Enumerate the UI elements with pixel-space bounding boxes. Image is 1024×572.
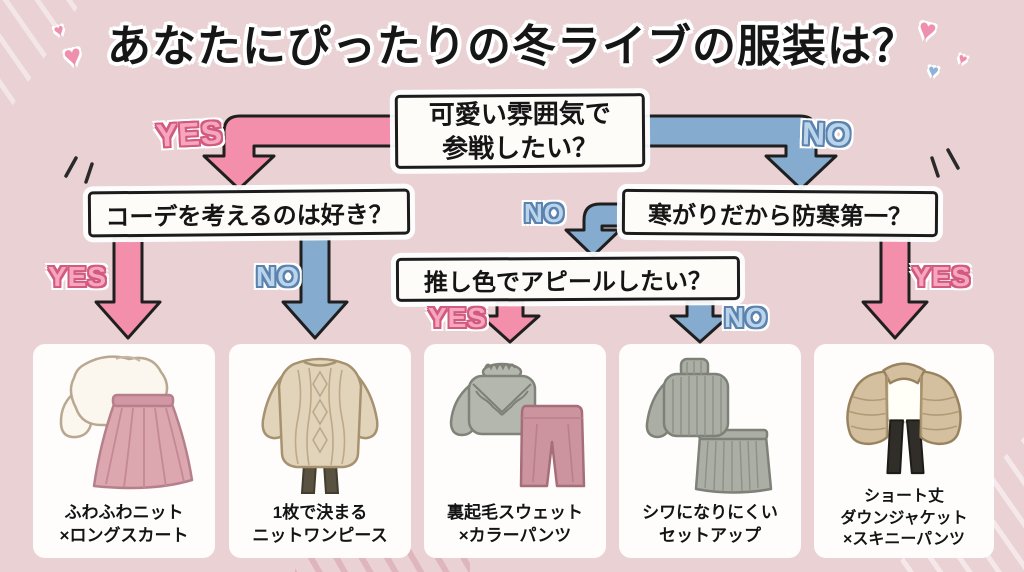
- sparkle-icon-right: [946, 148, 960, 170]
- outcome-label-line: ショート丈: [863, 488, 944, 506]
- page-title: あなたにぴったりの冬ライブの服装は？: [107, 22, 917, 71]
- sparkle-icon-right: [930, 156, 940, 178]
- outcome-label: ふわふわニット ×ロングスカート: [36, 502, 212, 548]
- branch-label-no: NO: [256, 261, 300, 292]
- branch-label-yes: YES: [155, 114, 224, 154]
- question-text-line: 寒がりだから防寒第一？: [647, 201, 913, 231]
- arrow-q1-no: [642, 114, 838, 191]
- outcome-label: シワになりにくい セットアップ: [622, 502, 798, 548]
- outcome-label-line: 1枚で決まる: [272, 503, 368, 523]
- outcome-label: ショート丈 ダウンジャケット ×スキニーパンツ: [817, 486, 991, 551]
- outcome-card-knit-onepiece: 1枚で決まる ニットワンピース: [229, 344, 411, 558]
- outcome-label: 1枚で決まる ニットワンピース: [232, 502, 408, 548]
- outcome-label-line: ふわふわニット: [64, 503, 184, 523]
- outcome-label-line: ×ロングスカート: [59, 526, 189, 546]
- outfit-illustration-sweat-and-pants: [449, 362, 586, 488]
- question-box-oshi-color: 推し色でアピールしたい？: [395, 256, 741, 302]
- arrow-q4-no: [669, 300, 731, 344]
- outfit-illustration-knit-dress: [261, 357, 379, 494]
- outfit-illustration-down-jacket: [846, 362, 962, 475]
- outcome-card-sweat-color-pants: 裏起毛スウェット ×カラーパンツ: [424, 344, 606, 558]
- outcome-label-line: ×スキニーパンツ: [843, 531, 965, 549]
- question-text-line: 可愛い雰囲気で: [428, 98, 611, 130]
- question-box-cold-sensitive: 寒がりだから防寒第一？: [621, 188, 939, 238]
- outfit-illustration-setup: [645, 357, 773, 494]
- arrow-q2-no: [281, 236, 349, 340]
- question-box-cute-vibes: 可愛い雰囲気で 参戦したい？: [394, 93, 646, 169]
- question-text-line: 推し色でアピールしたい？: [423, 267, 713, 297]
- question-box-likes-coordinating: コーデを考えるのは好き？: [87, 188, 411, 238]
- outcome-card-fluffy-knit-skirt: ふわふわニット ×ロングスカート: [33, 344, 215, 558]
- branch-label-no: NO: [524, 198, 565, 228]
- branch-label-yes: YES: [912, 261, 972, 292]
- outcome-label-line: ×カラーパンツ: [458, 526, 572, 546]
- arrow-q3-no: [564, 202, 624, 258]
- branch-label-no: NO: [724, 302, 768, 333]
- branch-label-yes: YES: [428, 302, 488, 333]
- outcome-card-down-jacket: ショート丈 ダウンジャケット ×スキニーパンツ: [814, 344, 994, 558]
- outcome-label-line: シワになりにくい: [642, 503, 778, 523]
- arrow-q3-yes: [861, 236, 929, 340]
- outcome-label-line: ダウンジャケット: [840, 509, 968, 527]
- arrow-q1-yes: [202, 114, 398, 191]
- outcome-card-setup: シワになりにくい セットアップ: [619, 344, 801, 558]
- arrow-q4-yes: [479, 300, 541, 344]
- outfit-illustration-knit-and-skirt: [59, 355, 194, 490]
- branch-label-no: NO: [801, 115, 853, 153]
- sparkle-icon-left: [64, 156, 78, 178]
- outcome-label: 裏起毛スウェット ×カラーパンツ: [427, 502, 603, 548]
- sparkle-icon-left: [84, 162, 94, 184]
- outcome-label-line: 裏起毛スウェット: [447, 503, 583, 523]
- question-text-line: コーデを考えるのは好き？: [105, 201, 393, 231]
- branch-label-yes: YES: [48, 261, 108, 292]
- question-text-line: 参戦したい？: [442, 132, 599, 164]
- outcome-label-line: ニットワンピース: [252, 526, 388, 546]
- arrow-q2-yes: [94, 236, 162, 340]
- outcome-label-line: セットアップ: [659, 526, 761, 546]
